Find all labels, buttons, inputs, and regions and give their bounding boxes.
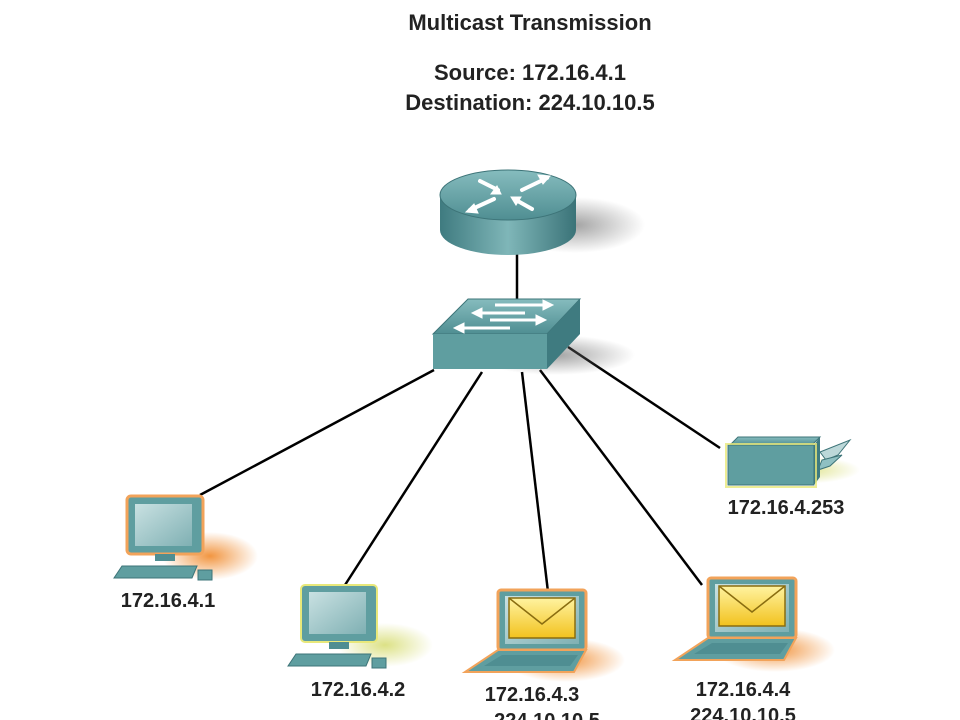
host-172-16-4-1[interactable] (113, 494, 258, 581)
host4-group-label: 224.10.10.5 (690, 705, 796, 720)
host-172-16-4-3[interactable] (461, 588, 625, 682)
host-172-16-4-2[interactable] (287, 584, 433, 669)
host-172-16-4-4[interactable] (671, 576, 835, 672)
router[interactable] (439, 169, 645, 255)
printer-icon (725, 436, 852, 488)
link-switch-host3 (520, 371, 550, 593)
link-switch-host1 (199, 368, 435, 497)
host3-group-label: 224.10.10.5 (494, 710, 600, 720)
host3-ip-label: 172.16.4.3 (485, 684, 580, 706)
desktop-computer-icon (113, 494, 213, 581)
router-icon (464, 174, 552, 214)
host2-ip-label: 172.16.4.2 (311, 679, 406, 701)
network-links (199, 254, 721, 593)
link-switch-host4 (539, 369, 703, 586)
source-address: Source: 172.16.4.1 (433, 60, 626, 85)
link-switch-host2 (343, 371, 484, 586)
host4-ip-label: 172.16.4.4 (696, 679, 791, 701)
printer-ip-label: 172.16.4.253 (728, 497, 845, 519)
destination-address: Destination: 224.10.10.5 (405, 90, 655, 115)
host1-ip-label: 172.16.4.1 (121, 590, 216, 612)
desktop-computer-icon (287, 584, 387, 669)
diagram-title: Multicast Transmission (408, 10, 652, 35)
printer[interactable] (725, 436, 860, 488)
envelope-icon (718, 585, 786, 627)
switch-icon (452, 299, 555, 334)
envelope-icon (508, 597, 576, 639)
switch[interactable] (431, 298, 635, 375)
